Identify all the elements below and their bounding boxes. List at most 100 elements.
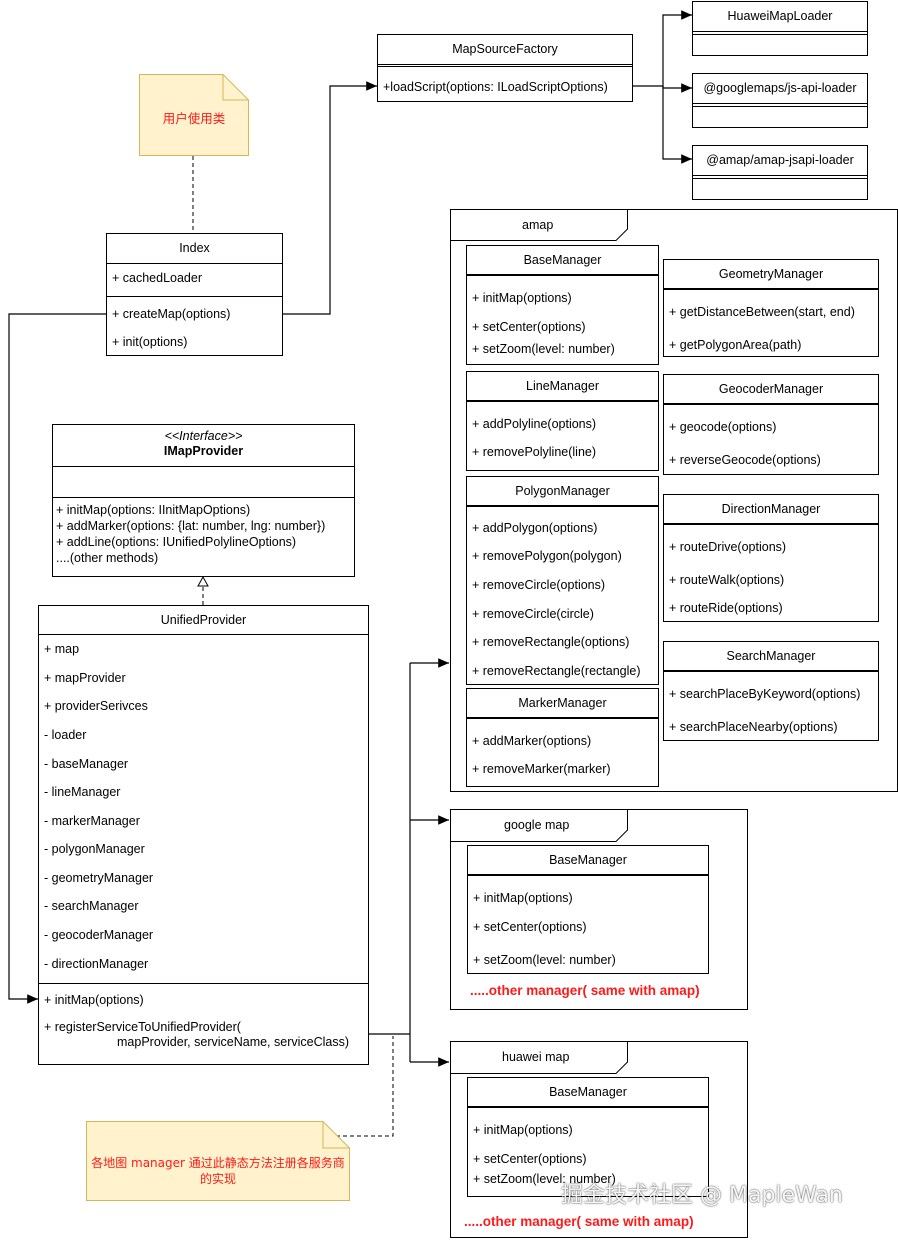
method-add-marker: + addMarker(options) bbox=[472, 734, 592, 748]
method-route-drive: + routeDrive(options) bbox=[669, 540, 787, 554]
imap-provider-interface: <<Interface>> IMapProvider + initMap(opt… bbox=[52, 424, 355, 577]
method-load-script: +loadScript(options: ILoadScriptOptions) bbox=[383, 80, 608, 94]
method-init-map: + initMap(options) bbox=[473, 1123, 573, 1137]
huawei-base-manager: BaseManager + initMap(options) + setCent… bbox=[467, 1077, 709, 1197]
attr-search-manager: - searchManager bbox=[44, 899, 139, 913]
amap-base-manager: BaseManager + initMap(options) + setCent… bbox=[466, 245, 659, 365]
attr-geocoder-manager: - geocoderManager bbox=[44, 928, 154, 942]
class-name: MapSourceFactory bbox=[378, 35, 632, 65]
method-init-map: + initMap(options) bbox=[472, 291, 572, 305]
realization-arrowhead bbox=[197, 575, 209, 587]
factory-to-huawei-loader bbox=[662, 10, 692, 86]
method-remove-circle: + removeCircle(circle) bbox=[472, 607, 594, 621]
google-package-tab: google map bbox=[450, 809, 628, 842]
method-set-center: + setCenter(options) bbox=[473, 1152, 587, 1166]
method-remove-polygon: + removePolygon(polygon) bbox=[472, 549, 622, 563]
package-label: google map bbox=[504, 818, 570, 832]
amap-line-manager: LineManager + addPolyline(options) + rem… bbox=[466, 371, 659, 471]
amap-geocoder-manager: GeocoderManager + geocode(options) + rev… bbox=[663, 374, 879, 475]
method-init-map: + initMap(options) bbox=[44, 993, 144, 1007]
class-name: HuaweiMapLoader bbox=[693, 2, 867, 32]
class-name: GeocoderManager bbox=[718, 381, 824, 396]
loader-amap: @amap/amap-jsapi-loader bbox=[692, 145, 868, 200]
method-get-distance: + getDistanceBetween(start, end) bbox=[669, 305, 855, 319]
method-reverse-geocode: + reverseGeocode(options) bbox=[669, 453, 821, 467]
user-class-note-text: 用户使用类 bbox=[162, 111, 226, 126]
factory-to-google-loader bbox=[662, 83, 692, 93]
method-set-zoom: + setZoom(level: number) bbox=[472, 342, 615, 356]
amap-geometry-manager: GeometryManager + getDistanceBetween(sta… bbox=[663, 259, 879, 357]
attr-provider-services: + providerSerivces bbox=[44, 699, 148, 713]
interface-name: IMapProvider bbox=[163, 444, 244, 458]
attr-geometry-manager: - geometryManager bbox=[44, 871, 154, 885]
class-name: Index bbox=[107, 234, 282, 264]
class-name: PolygonManager bbox=[515, 483, 610, 498]
unified-provider-class: UnifiedProvider + map + mapProvider + pr… bbox=[38, 605, 369, 1065]
attr-map-provider: + mapProvider bbox=[44, 671, 126, 685]
method-geocode: + geocode(options) bbox=[669, 420, 777, 434]
amap-direction-manager: DirectionManager + routeDrive(options) +… bbox=[663, 494, 879, 622]
index-to-factory-arrow bbox=[283, 81, 377, 315]
amap-package-tab: amap bbox=[450, 209, 628, 241]
google-base-manager: BaseManager + initMap(options) + setCent… bbox=[467, 845, 709, 974]
method-add-polyline: + addPolyline(options) bbox=[472, 417, 597, 431]
loader-huawei: HuaweiMapLoader bbox=[692, 1, 868, 56]
method-remove-rectangle: + removeRectangle(rectangle) bbox=[472, 664, 641, 678]
attr-marker-manager: - markerManager bbox=[44, 814, 140, 828]
attr-loader: - loader bbox=[44, 728, 87, 742]
method-register-service-params: mapProvider, serviceName, serviceClass) bbox=[117, 1035, 350, 1049]
method-search-by-keyword: + searchPlaceByKeyword(options) bbox=[669, 687, 861, 701]
google-other-managers-note: .....other manager( same with amap) bbox=[470, 983, 700, 998]
method-other: ....(other methods) bbox=[56, 551, 159, 565]
method-set-center: + setCenter(options) bbox=[472, 320, 586, 334]
method-set-zoom: + setZoom(level: number) bbox=[473, 953, 616, 967]
method-remove-polyline: + removePolyline(line) bbox=[472, 445, 597, 459]
user-class-note: 用户使用类 bbox=[139, 74, 249, 156]
factory-to-amap-loader bbox=[662, 86, 692, 164]
method-init-map: + initMap(options: IInitMapOptions) bbox=[56, 503, 251, 517]
map-source-factory-class: MapSourceFactory +loadScript(options: IL… bbox=[377, 34, 633, 102]
method-remove-circle-options: + removeCircle(options) bbox=[472, 578, 606, 592]
class-name: BaseManager bbox=[523, 252, 602, 267]
class-name: DirectionManager bbox=[721, 501, 821, 516]
class-name: BaseManager bbox=[549, 852, 627, 867]
method-route-walk: + routeWalk(options) bbox=[669, 573, 785, 587]
method-set-zoom: + setZoom(level: number) bbox=[473, 1172, 616, 1186]
method-get-polygon-area: + getPolygonArea(path) bbox=[669, 338, 802, 352]
package-label: amap bbox=[522, 218, 554, 232]
huawei-package-tab: huawei map bbox=[450, 1041, 628, 1074]
class-name: SearchManager bbox=[726, 648, 816, 663]
method-create-map: + createMap(options) bbox=[112, 307, 231, 321]
register-note-link bbox=[336, 1036, 394, 1137]
attr-map: + map bbox=[44, 642, 80, 656]
package-label: huawei map bbox=[502, 1050, 570, 1064]
method-add-marker: + addMarker(options: {lat: number, lng: … bbox=[56, 519, 326, 533]
index-to-unified-arrow bbox=[8, 313, 106, 1004]
method-remove-rectangle-options: + removeRectangle(options) bbox=[472, 635, 630, 649]
watermark: 掘金技术社区 @ MapleWan bbox=[561, 1183, 843, 1208]
attr-cached-loader: + cachedLoader bbox=[112, 271, 203, 285]
class-name: @googlemaps/js-api-loader bbox=[693, 74, 867, 104]
class-name: LineManager bbox=[526, 378, 599, 393]
loader-google: @googlemaps/js-api-loader bbox=[692, 73, 868, 128]
method-register-service: + registerServiceToUnifiedProvider( bbox=[44, 1020, 241, 1034]
amap-polygon-manager: PolygonManager + addPolygon(options) + r… bbox=[466, 476, 659, 685]
attr-line-manager: - lineManager bbox=[44, 785, 121, 799]
method-set-center: + setCenter(options) bbox=[473, 920, 587, 934]
attr-direction-manager: - directionManager bbox=[44, 957, 149, 971]
class-name: @amap/amap-jsapi-loader bbox=[693, 146, 867, 176]
class-name: UnifiedProvider bbox=[39, 606, 368, 635]
method-init: + init(options) bbox=[112, 335, 188, 349]
class-name: MarkerManager bbox=[518, 695, 607, 710]
amap-marker-manager: MarkerManager + addMarker(options) + rem… bbox=[466, 688, 659, 787]
method-add-polygon: + addPolygon(options) bbox=[472, 521, 598, 535]
method-route-ride: + routeRide(options) bbox=[669, 601, 783, 615]
method-init-map: + initMap(options) bbox=[473, 891, 573, 905]
index-class: Index + cachedLoader + createMap(options… bbox=[106, 233, 283, 356]
attr-polygon-manager: - polygonManager bbox=[44, 842, 145, 856]
amap-search-manager: SearchManager + searchPlaceByKeyword(opt… bbox=[663, 641, 879, 741]
attr-base-manager: - baseManager bbox=[44, 757, 129, 771]
register-note-text: 各地图 manager 通过此静态方法注册各服务商的实现 bbox=[91, 1156, 345, 1186]
method-add-line: + addLine(options: IUnifiedPolylineOptio… bbox=[56, 535, 297, 549]
